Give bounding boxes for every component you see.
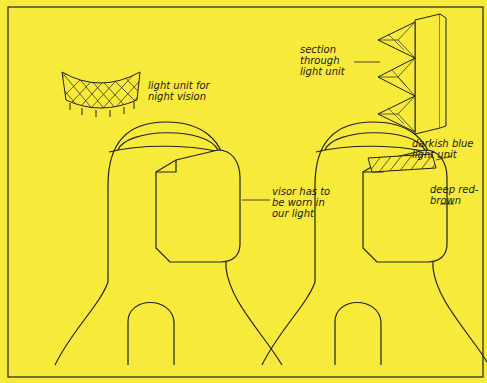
night-vision-unit — [40, 70, 150, 120]
leader-line — [242, 200, 270, 201]
color-label: deep red-brown — [430, 184, 482, 206]
color-label: darkish blue light unit — [412, 138, 482, 160]
leader-line — [354, 62, 380, 63]
light-unit-section — [378, 14, 446, 134]
part-label: light unit for night vision — [148, 80, 224, 102]
figure-left — [55, 122, 282, 365]
part-label: section through light unit — [300, 44, 356, 77]
frame — [8, 7, 483, 377]
note-label: visor has to be worn in our light — [272, 186, 334, 219]
figure-right — [262, 122, 487, 365]
